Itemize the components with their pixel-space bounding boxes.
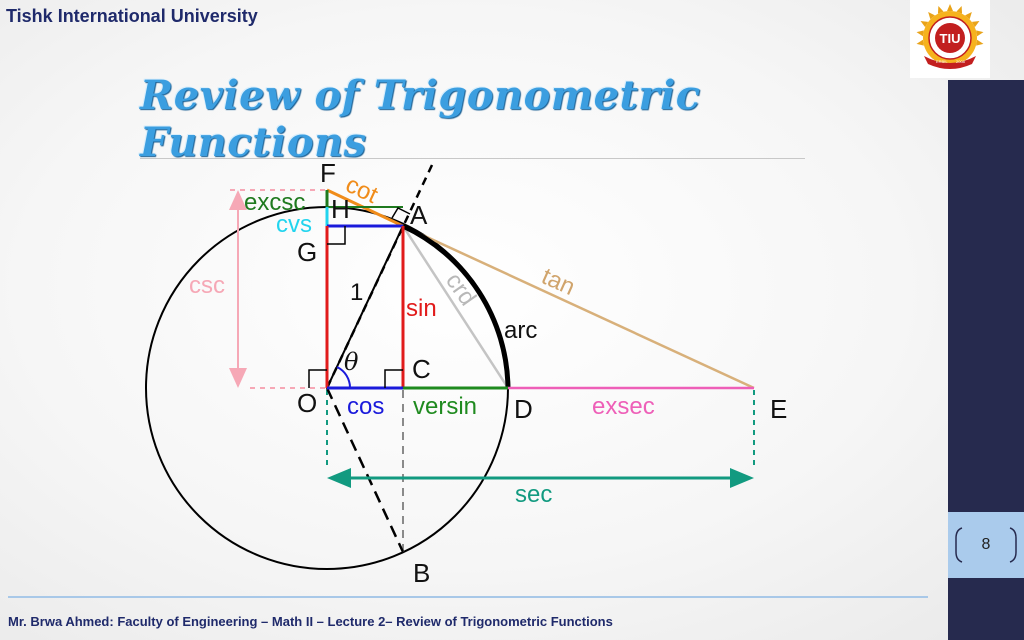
logo-year: 2008 — [956, 59, 966, 64]
label-sin: sin — [406, 295, 437, 322]
csc-arrow-bottom — [229, 368, 247, 388]
label-excsc: excsc — [244, 189, 305, 216]
chord-line — [401, 225, 510, 389]
logo-city: ERBIL — [936, 59, 948, 64]
point-label-h: H — [331, 194, 350, 224]
point-label-d: D — [514, 394, 533, 424]
title-divider — [140, 158, 805, 159]
label-crd: crd — [440, 268, 481, 311]
university-name: Tishk International University — [6, 6, 258, 26]
label-tan: tan — [538, 263, 579, 301]
point-label-g: G — [297, 237, 317, 267]
point-label-f: F — [320, 158, 336, 188]
university-logo: TIU ERBIL 2008 — [910, 0, 990, 78]
arc-path — [401, 223, 511, 389]
right-angle-o — [308, 369, 327, 388]
tan-line — [402, 224, 755, 390]
label-one: 1 — [350, 279, 363, 306]
point-label-c: C — [412, 354, 431, 384]
right-angle-g — [327, 226, 346, 245]
page-number-box: 8 — [948, 512, 1024, 578]
logo-emblem: TIU ERBIL 2008 — [916, 4, 984, 69]
theta-arc — [336, 366, 352, 389]
csc-arrow-top — [229, 190, 247, 210]
point-label-b: B — [413, 558, 430, 588]
label-cvs: cvs — [276, 211, 312, 238]
page-number-brackets — [955, 527, 1017, 563]
right-angle-c — [384, 369, 403, 388]
right-angle-a — [391, 207, 411, 219]
label-sec: sec — [515, 481, 552, 508]
label-csc: csc — [189, 272, 225, 299]
slide-footer: Mr. Brwa Ahmed: Faculty of Engineering –… — [8, 614, 613, 629]
label-theta: θ — [344, 348, 359, 376]
point-label-a: A — [410, 200, 428, 230]
footer-divider — [8, 596, 928, 598]
radial-dash-lower — [325, 387, 405, 553]
label-versin: versin — [413, 393, 477, 420]
point-label-e: E — [770, 394, 787, 424]
sec-arrow-right — [730, 468, 754, 488]
label-exsec: exsec — [592, 393, 655, 420]
page-number: 8 — [981, 536, 991, 553]
sec-arrow-left — [327, 468, 351, 488]
logo-center-text: TIU — [940, 31, 961, 46]
point-label-o: O — [297, 388, 317, 418]
label-cos: cos — [347, 393, 384, 420]
radius-line — [326, 225, 404, 389]
label-arc: arc — [504, 317, 537, 344]
